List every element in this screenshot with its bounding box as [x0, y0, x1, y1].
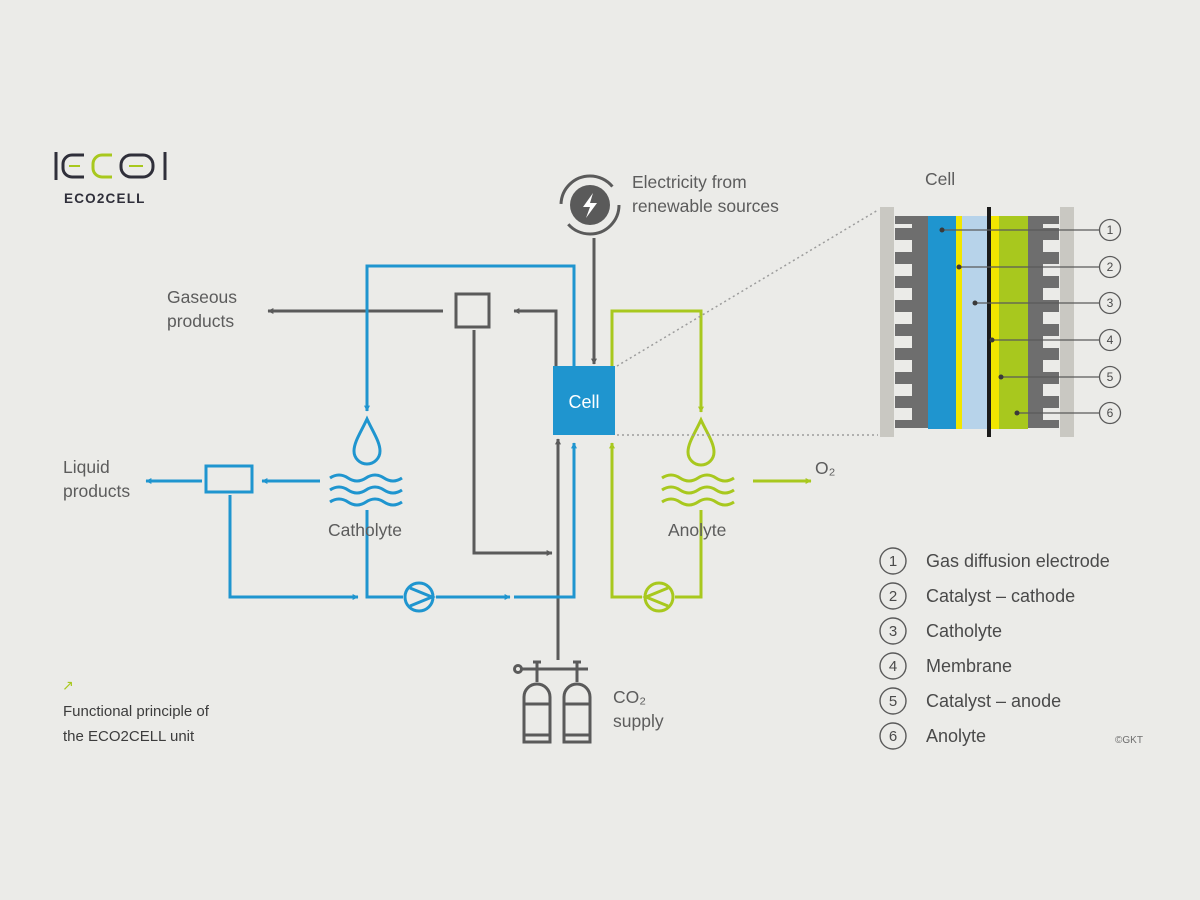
gray-flow-lines	[267, 238, 597, 660]
legend-number: 5	[889, 693, 897, 710]
eco2cell-logo: ECO2CELL	[54, 152, 167, 206]
legend-number: 3	[889, 623, 897, 640]
blue-flow-lines	[145, 264, 577, 600]
legend-circles	[879, 547, 907, 750]
cell-to-anolyte-arrow	[610, 309, 704, 413]
callout-number-circles	[1098, 218, 1122, 425]
layer-catalyst-cathode	[956, 216, 962, 429]
green-flow-lines	[609, 309, 812, 599]
droplet-icon	[352, 415, 382, 466]
anolyte-label: Anolyte	[668, 520, 726, 540]
co2-label-2: supply	[613, 711, 664, 731]
pump-icon	[403, 581, 436, 613]
legend-item-catalyst-cathode: Catalyst – cathode	[926, 586, 1075, 606]
callout-leader-lines	[942, 229, 1099, 414]
gas-separator-box	[454, 292, 491, 329]
gaseous-label-2: products	[167, 311, 234, 331]
legend-number: 6	[889, 728, 897, 745]
legend-item-catalyst-anode: Catalyst – anode	[926, 691, 1061, 711]
layer-catalyst-anode	[991, 216, 999, 429]
legend-number: 1	[889, 553, 897, 570]
zoom-guide-lines	[616, 209, 879, 436]
co2-label-1: CO₂	[613, 687, 646, 707]
layer-legend: 1 2 3 4 5 6 Gas diffusion electrode Cata…	[879, 547, 1110, 750]
legend-item-gas-diffusion-electrode: Gas diffusion electrode	[926, 551, 1110, 571]
layer-anolyte	[999, 216, 1028, 429]
liquid-separator-box	[204, 464, 254, 494]
layer-gas-diffusion-electrode	[928, 216, 956, 429]
legend-number: 4	[889, 658, 897, 675]
callout-dots	[939, 227, 1020, 416]
wave-icon	[329, 473, 403, 507]
logo-text: ECO2CELL	[64, 191, 146, 206]
flow-plate-right	[1028, 216, 1059, 428]
caption-line-2: the ECO2CELL unit	[63, 728, 195, 745]
callout-number: 1	[1107, 223, 1114, 237]
cell-to-separator-arrow	[513, 308, 558, 366]
callout-number: 2	[1107, 260, 1114, 274]
end-plate-left	[880, 207, 894, 437]
pump-icon	[642, 581, 675, 613]
caption-arrow-icon: ↗	[62, 678, 74, 694]
o2-label: O₂	[815, 458, 835, 478]
caption-line-1: Functional principle of	[63, 703, 210, 720]
droplet-icon	[686, 416, 716, 467]
catholyte-return-line	[365, 510, 403, 599]
liquid-label-2: products	[63, 481, 130, 501]
legend-item-membrane: Membrane	[926, 656, 1012, 676]
layer-catholyte	[962, 216, 987, 429]
recycle-gas-arrow	[472, 330, 553, 556]
catholyte-to-cell-arrow	[514, 442, 577, 599]
anolyte-to-cell-arrow	[609, 442, 642, 599]
layer-membrane	[987, 207, 991, 437]
eco-logo-icon	[54, 152, 167, 180]
lightning-recycle-icon	[559, 174, 621, 236]
cell-detail-title: Cell	[925, 169, 955, 189]
cell-label: Cell	[568, 392, 599, 412]
callout-number: 6	[1107, 406, 1114, 420]
copyright-notice: ©GKT	[1115, 735, 1143, 746]
liquid-label-1: Liquid	[63, 457, 110, 477]
gaseous-label-1: Gaseous	[167, 287, 237, 307]
legend-number: 2	[889, 588, 897, 605]
legend-item-anolyte: Anolyte	[926, 726, 986, 746]
electricity-label-1: Electricity from	[632, 172, 747, 192]
cell-to-catholyte-arrow	[364, 264, 576, 412]
liquid-return-arrow	[228, 495, 359, 600]
callout-number: 3	[1107, 296, 1114, 310]
callout-number: 4	[1107, 333, 1114, 347]
callout-number: 5	[1107, 370, 1114, 384]
end-plate-right	[1060, 207, 1074, 437]
wave-icon	[661, 473, 735, 507]
catholyte-label: Catholyte	[328, 520, 402, 540]
gas-cylinder-icon	[513, 660, 592, 744]
cell-box	[553, 366, 615, 435]
legend-item-catholyte: Catholyte	[926, 621, 1002, 641]
electricity-label-2: renewable sources	[632, 196, 779, 216]
cell-stack-detail: 1 2 3 4 5 6	[880, 207, 1122, 437]
flow-plate-left	[895, 216, 928, 428]
anolyte-return-line	[675, 510, 703, 599]
